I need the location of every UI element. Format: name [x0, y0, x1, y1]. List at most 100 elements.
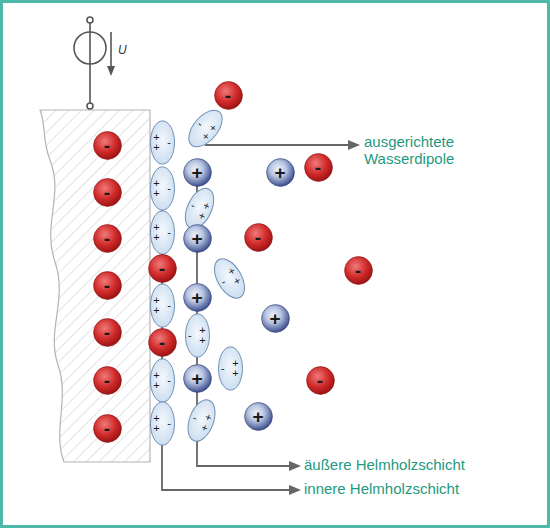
anion-circle: -: [93, 318, 122, 347]
cation-circle: +: [183, 158, 212, 187]
water-dipole: + +-: [150, 358, 175, 403]
node-text-row: -: [93, 131, 122, 160]
anion-circle: -: [93, 131, 122, 160]
charge-sign: -: [104, 419, 110, 438]
charge-sign: -: [167, 227, 171, 237]
node-text-row: -: [148, 328, 177, 357]
water-dipole: + +-: [150, 210, 175, 255]
charge-sign: -: [225, 86, 231, 105]
charge-sign: -: [159, 333, 165, 352]
charge-sign: -: [104, 229, 110, 248]
annotation-label: innere Helmholzschicht: [304, 480, 459, 497]
charge-sign: -: [191, 412, 198, 423]
arrowheads: [289, 140, 360, 495]
charge-sign: -: [188, 330, 192, 340]
node-text-row: +: [183, 158, 212, 187]
water-dipole: + +-: [185, 313, 210, 358]
charge-sign: +: [274, 163, 285, 182]
water-dipole: + +-: [150, 283, 175, 328]
dipole-ellipse: [207, 252, 251, 303]
node-text-row: -: [304, 153, 333, 182]
charge-sign: + +: [153, 370, 160, 391]
charge-sign: -: [104, 323, 110, 342]
node-text-row: -: [93, 224, 122, 253]
charge-sign: -: [167, 418, 171, 428]
node-text-row: -: [148, 254, 177, 283]
electrode: [40, 110, 150, 462]
node-text-row: -: [93, 414, 122, 443]
cation-circle: +: [266, 158, 295, 187]
anion-circle: -: [148, 254, 177, 283]
anion-circle: -: [93, 414, 122, 443]
charge-sign: + +: [153, 295, 160, 316]
anion-circle: -: [244, 223, 273, 252]
charge-sign: + +: [153, 222, 160, 243]
cation-circle: +: [183, 364, 212, 393]
node-text-row: +: [244, 402, 273, 431]
charge-sign: + +: [225, 265, 241, 287]
cation-circle: +: [183, 283, 212, 312]
annotation-label: äußere Helmholzschicht: [304, 456, 465, 473]
node-text-row: + +-: [150, 283, 175, 328]
charge-sign: + +: [153, 132, 160, 153]
anion-circle: -: [93, 271, 122, 300]
charge-sign: + +: [199, 411, 213, 433]
node-text-row: -: [214, 81, 243, 110]
node-text-row: -: [93, 366, 122, 395]
charge-sign: -: [315, 158, 321, 177]
voltage-label: U: [118, 44, 127, 58]
leader-lines: [162, 145, 350, 490]
dipole-ellipse: [182, 395, 221, 446]
annotation-label: ausgerichtete Wasserdipole: [364, 133, 476, 168]
node-text-row: + +-: [182, 395, 221, 446]
node-text-row: +: [266, 158, 295, 187]
anion-circle: -: [344, 256, 373, 285]
anion-circle: -: [93, 178, 122, 207]
anion-circle: -: [148, 328, 177, 357]
water-dipole: + +-: [150, 401, 175, 446]
anion-circle: -: [93, 366, 122, 395]
node-text-row: + +-: [150, 401, 175, 446]
anion-circle: -: [306, 366, 335, 395]
charge-sign: + +: [199, 325, 206, 346]
water-dipole: + +-: [150, 166, 175, 211]
charge-sign: + +: [232, 358, 239, 379]
node-text-row: -: [344, 256, 373, 285]
charge-sign: + +: [200, 121, 219, 141]
node-text-row: -: [306, 366, 335, 395]
cation-circle: +: [261, 304, 290, 333]
node-text-row: +: [183, 283, 212, 312]
anion-circle: -: [214, 81, 243, 110]
node-text-row: + +-: [218, 346, 243, 391]
charge-sign: -: [317, 371, 323, 390]
charge-sign: +: [191, 288, 202, 307]
cation-circle: +: [244, 402, 273, 431]
water-dipole: + +-: [207, 252, 251, 303]
charge-sign: -: [167, 300, 171, 310]
node-text-row: -: [93, 178, 122, 207]
charge-sign: + +: [153, 178, 160, 199]
charge-sign: -: [219, 276, 227, 287]
charge-sign: -: [167, 375, 171, 385]
charge-sign: +: [252, 407, 263, 426]
charge-sign: -: [189, 199, 197, 210]
node-text-row: +: [183, 364, 212, 393]
anion-circle: -: [304, 153, 333, 182]
water-dipole: + +-: [218, 346, 243, 391]
anion-circle: -: [93, 224, 122, 253]
charge-sign: -: [104, 183, 110, 202]
charge-sign: -: [104, 371, 110, 390]
charge-sign: -: [159, 259, 165, 278]
charge-sign: + +: [196, 199, 211, 221]
current-source-symbol: [74, 17, 115, 109]
charge-sign: -: [167, 137, 171, 147]
water-dipole: + +-: [150, 120, 175, 165]
charge-sign: + +: [153, 413, 160, 434]
charge-sign: +: [191, 163, 202, 182]
node-text-row: +: [183, 224, 212, 253]
node-text-row: + +-: [150, 120, 175, 165]
node-text-row: -: [244, 223, 273, 252]
charge-sign: -: [167, 183, 171, 193]
